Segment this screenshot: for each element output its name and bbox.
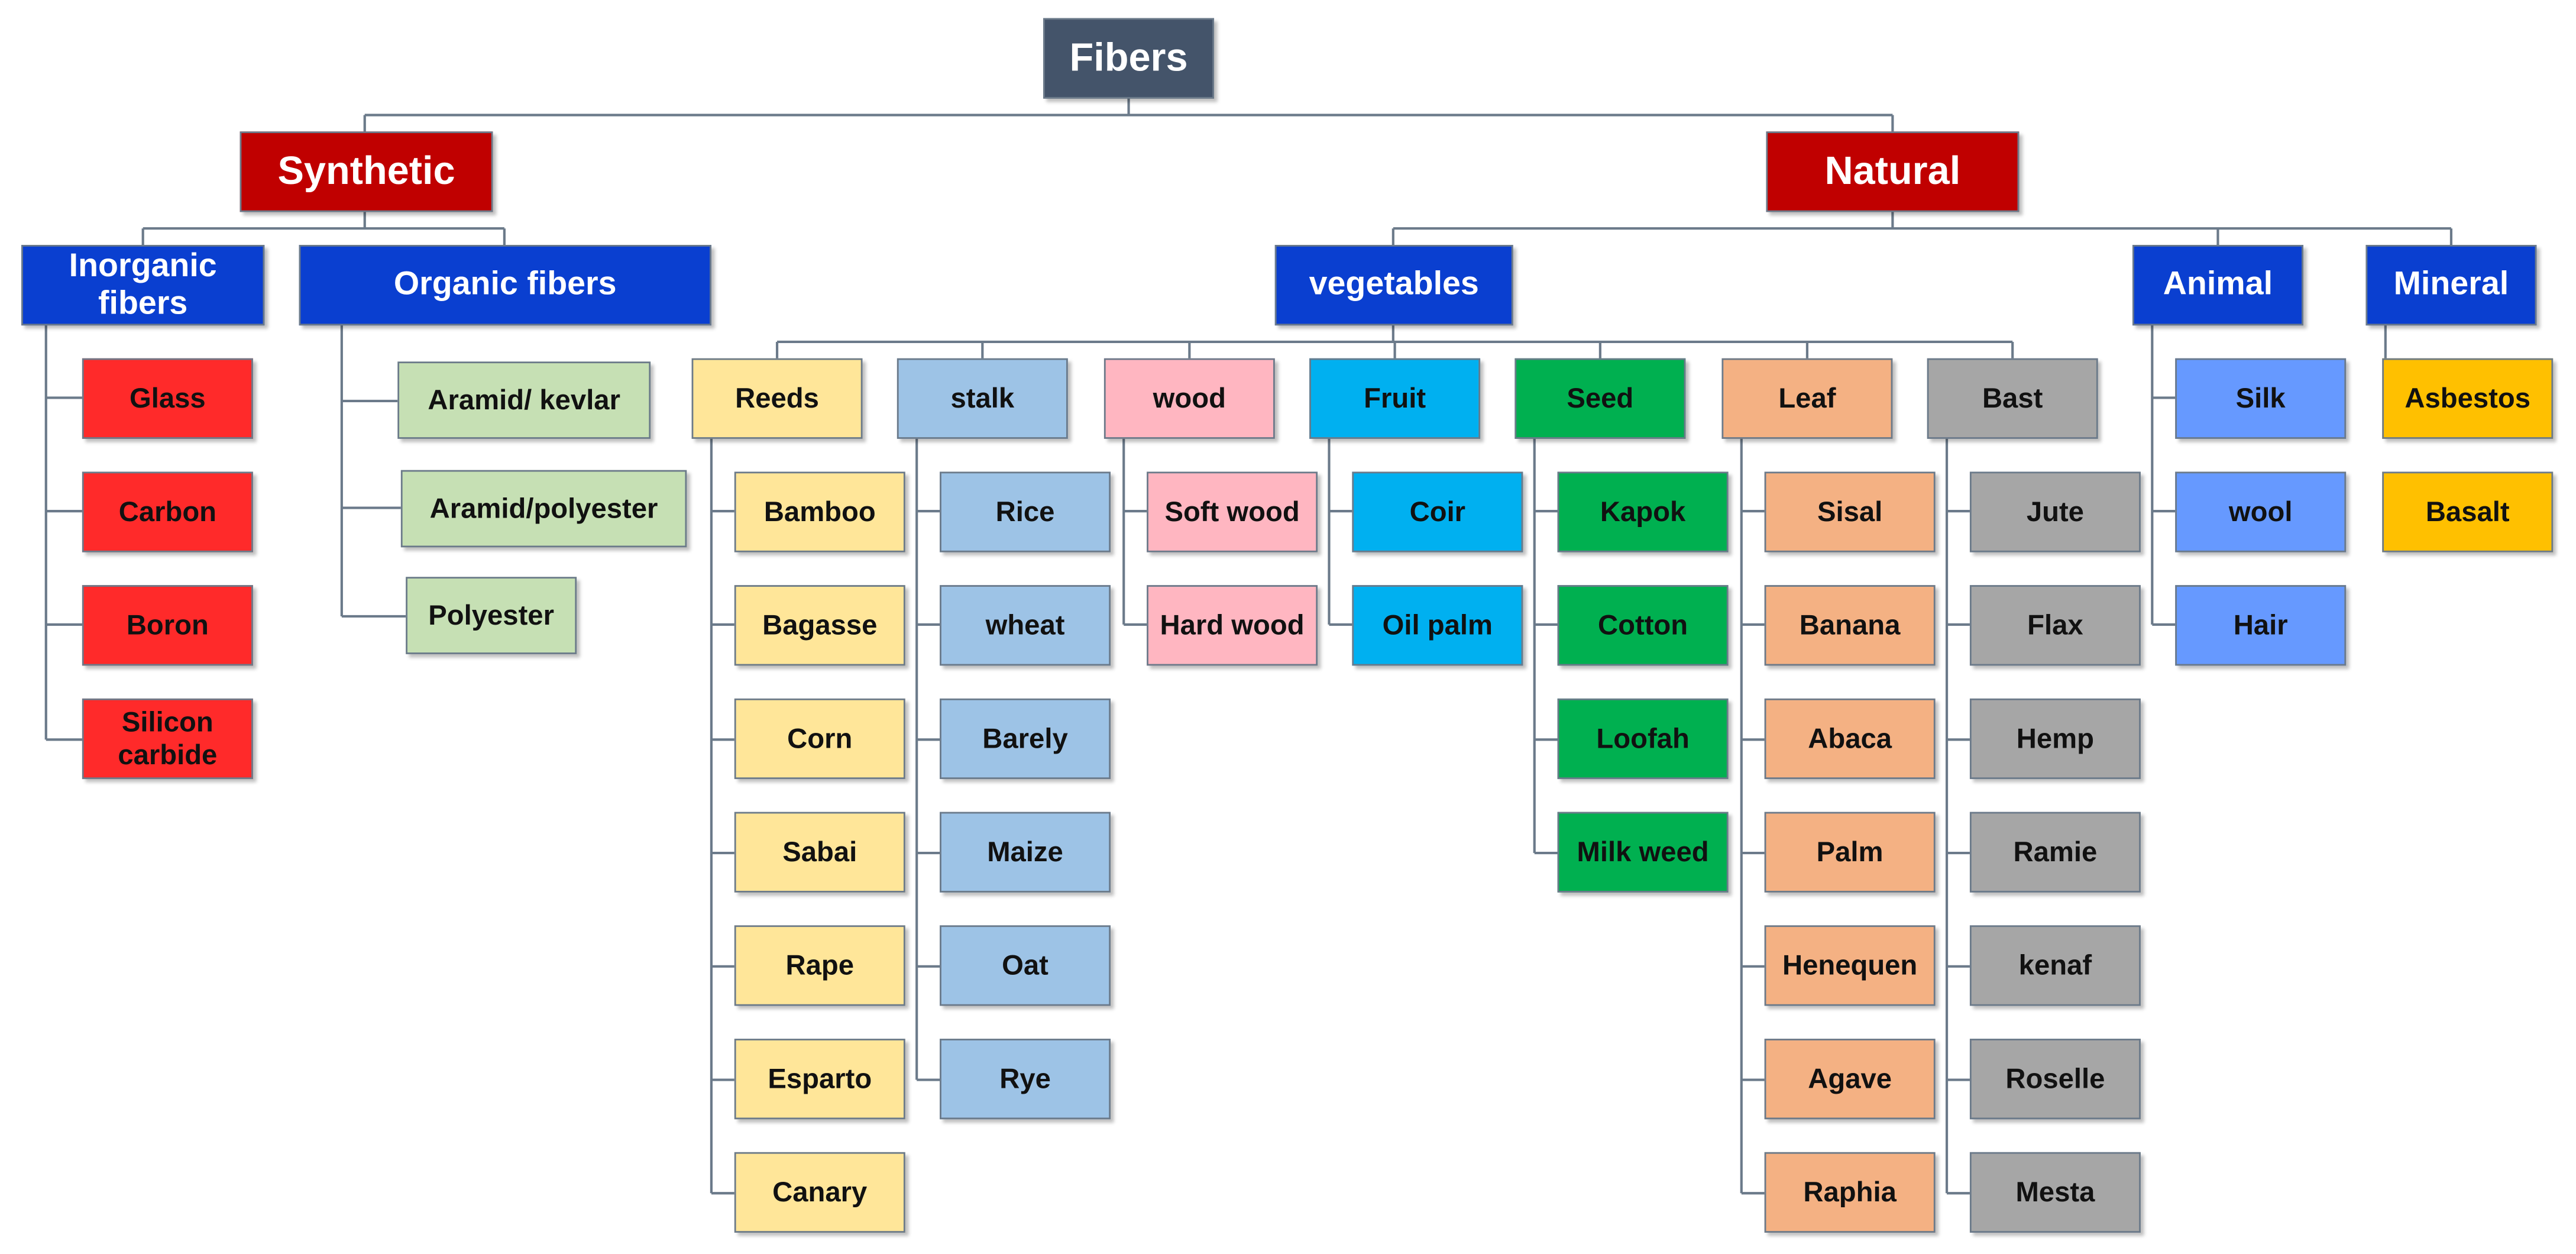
node-animal: Animal <box>2132 245 2303 326</box>
node-coir: Coir <box>1352 471 1523 552</box>
node-fibers: Fibers <box>1043 18 1215 99</box>
node-corn: Corn <box>734 698 905 780</box>
node-barely: Barely <box>940 698 1111 780</box>
node-polyester: Polyester <box>406 577 577 654</box>
node-hemp: Hemp <box>1969 698 2141 780</box>
node-jute: Jute <box>1969 471 2141 552</box>
node-wood: wood <box>1103 358 1275 439</box>
node-hair: Hair <box>2175 585 2347 666</box>
node-loofah: Loofah <box>1557 698 1729 780</box>
node-maize: Maize <box>940 812 1111 893</box>
node-silicon-carbide: Silicon carbide <box>82 698 253 780</box>
node-silk: Silk <box>2175 358 2347 439</box>
node-wool: wool <box>2175 471 2347 552</box>
node-organic-fibers: Organic fibers <box>299 245 711 326</box>
node-rape: Rape <box>734 925 905 1006</box>
node-raphia: Raphia <box>1764 1152 1936 1233</box>
node-basalt: Basalt <box>2382 471 2554 552</box>
node-synthetic: Synthetic <box>240 131 493 212</box>
node-mineral: Mineral <box>2365 245 2537 326</box>
node-kapok: Kapok <box>1557 471 1729 552</box>
node-oil-palm: Oil palm <box>1352 585 1523 666</box>
node-glass: Glass <box>82 358 253 439</box>
node-boron: Boron <box>82 585 253 666</box>
node-wheat: wheat <box>940 585 1111 666</box>
node-rye: Rye <box>940 1039 1111 1120</box>
node-rice: Rice <box>940 471 1111 552</box>
node-canary: Canary <box>734 1152 905 1233</box>
node-cotton: Cotton <box>1557 585 1729 666</box>
node-abaca: Abaca <box>1764 698 1936 780</box>
node-vegetables: vegetables <box>1274 245 1513 326</box>
node-esparto: Esparto <box>734 1039 905 1120</box>
node-palm: Palm <box>1764 812 1936 893</box>
node-milk-weed: Milk weed <box>1557 812 1729 893</box>
node-bast: Bast <box>1927 358 2098 439</box>
node-oat: Oat <box>940 925 1111 1006</box>
node-sabai: Sabai <box>734 812 905 893</box>
node-stalk: stalk <box>897 358 1068 439</box>
node-bagasse: Bagasse <box>734 585 905 666</box>
node-bamboo: Bamboo <box>734 471 905 552</box>
node-natural: Natural <box>1766 131 2020 212</box>
node-henequen: Henequen <box>1764 925 1936 1006</box>
node-fruit: Fruit <box>1309 358 1481 439</box>
node-flax: Flax <box>1969 585 2141 666</box>
node-mesta: Mesta <box>1969 1152 2141 1233</box>
node-soft-wood: Soft wood <box>1147 471 1318 552</box>
node-sisal: Sisal <box>1764 471 1936 552</box>
node-roselle: Roselle <box>1969 1039 2141 1120</box>
node-inorganic-fibers: Inorganic fibers <box>21 245 265 326</box>
node-banana: Banana <box>1764 585 1936 666</box>
node-leaf: Leaf <box>1721 358 1893 439</box>
node-agave: Agave <box>1764 1039 1936 1120</box>
node-seed: Seed <box>1514 358 1686 439</box>
node-reeds: Reeds <box>691 358 863 439</box>
node-carbon: Carbon <box>82 471 253 552</box>
node-aramid-polyester: Aramid/polyester <box>400 470 687 548</box>
node-ramie: Ramie <box>1969 812 2141 893</box>
node-kenaf: kenaf <box>1969 925 2141 1006</box>
node-asbestos: Asbestos <box>2382 358 2554 439</box>
node-hard-wood: Hard wood <box>1147 585 1318 666</box>
node-aramid-kevlar: Aramid/ kevlar <box>397 361 651 439</box>
